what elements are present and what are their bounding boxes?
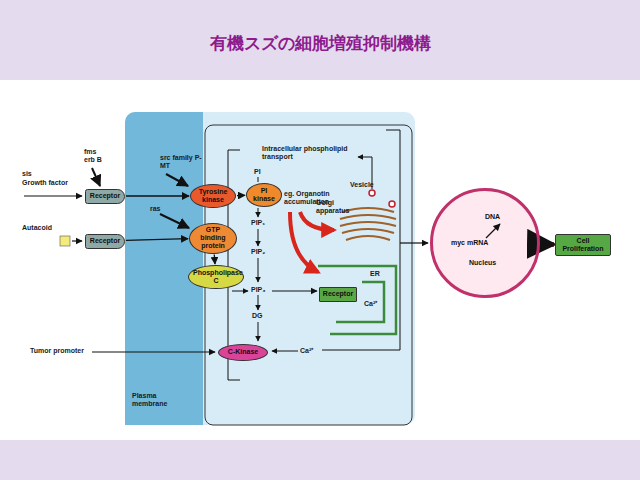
nucleus-fill — [431, 189, 539, 297]
connector-arrow — [541, 242, 554, 247]
vesicle — [369, 190, 375, 196]
node-text: PI kinase — [251, 187, 277, 203]
signal-arrow — [166, 174, 188, 186]
label-text: Intracellular phospholipid transport — [262, 145, 358, 161]
enzyme-oval: Tyrosine kinase — [190, 184, 236, 208]
connector-arrow — [237, 195, 245, 196]
enzyme-oval: Phospholipase C — [188, 265, 244, 289]
autacoid-square — [60, 236, 70, 246]
node-text: Phospholipase C — [193, 269, 239, 285]
organotin-arrow — [290, 212, 318, 272]
panel — [0, 80, 640, 440]
node-text: Cell Proliferation — [558, 237, 608, 253]
enzyme-oval: C-Kinase — [218, 344, 268, 361]
node-text: DNA — [485, 213, 500, 221]
calcium-arrow — [272, 351, 298, 352]
header-band — [0, 0, 640, 80]
label-text: DG — [252, 312, 263, 320]
label-text: Golgi apparatus — [316, 199, 346, 215]
nucleus-circle: DNA myc mRNA Nucleus — [430, 188, 540, 298]
er-membrane — [318, 266, 396, 334]
label-text: Plasma membrane — [132, 392, 174, 408]
node-text: GTP binding protein — [194, 226, 232, 250]
node-text: Tyrosine kinase — [195, 188, 231, 204]
cell-region — [125, 112, 415, 425]
label-text: Vesicle — [350, 181, 374, 189]
chain-arrow — [258, 208, 259, 217]
receptor: Receptor — [85, 234, 125, 249]
label-text: sis — [22, 170, 32, 178]
chain-arrow — [258, 258, 259, 282]
node-text: Receptor — [90, 237, 120, 245]
receptor: Receptor — [85, 189, 125, 204]
label-text: PIP₁ — [251, 219, 265, 227]
enzyme-oval: PI kinase — [246, 183, 282, 207]
loop-line — [322, 130, 400, 350]
signal-arrow — [400, 242, 428, 243]
chain-arrow — [258, 322, 259, 341]
signal-arrow — [72, 240, 82, 241]
label-text: src family P-MT — [160, 154, 205, 170]
label-text: fms erb B — [84, 148, 106, 164]
organotin-arrow — [300, 212, 334, 230]
label-text: PIP₃ — [251, 286, 266, 294]
transcription-arrow — [486, 224, 500, 238]
label-text: Ca²⁺ — [300, 347, 313, 355]
node-text: Receptor — [90, 192, 120, 200]
connector-arrow — [126, 239, 188, 241]
title: 有機スズの細胞増殖抑制機構 — [0, 32, 640, 55]
node-text: Nucleus — [469, 259, 496, 267]
golgi-apparatus — [340, 208, 396, 240]
signal-arrow — [92, 351, 215, 352]
vesicle — [389, 201, 395, 207]
signal-arrow — [24, 195, 82, 196]
label-text: PIP₂ — [251, 248, 265, 256]
enzyme-oval: GTP binding protein — [189, 223, 237, 254]
footer-band — [0, 440, 640, 480]
signal-arrow — [92, 168, 100, 186]
pip3-arrow — [272, 290, 317, 291]
process-box: Cell Proliferation — [555, 234, 611, 256]
chain-arrow — [258, 177, 259, 182]
label-text: ras — [150, 205, 161, 213]
chain-arrow — [232, 291, 248, 292]
receptor: Receptor — [319, 287, 357, 302]
label-text: Growth factor — [22, 179, 68, 187]
node-text: C-Kinase — [228, 348, 258, 356]
node-text: Receptor — [323, 290, 353, 298]
label-text: Ca²⁺ — [364, 300, 377, 308]
label-text: PI — [254, 168, 261, 176]
connector-arrow — [214, 254, 216, 264]
node-text: myc mRNA — [451, 239, 488, 247]
label-text: Autacoid — [22, 224, 52, 232]
connector-arrow — [126, 195, 189, 196]
signal-arrow — [160, 214, 189, 228]
label-text: ER — [370, 270, 380, 278]
chain-arrow — [258, 229, 259, 246]
label-text: Tumor promoter — [30, 347, 84, 355]
chain-arrow — [258, 295, 259, 310]
